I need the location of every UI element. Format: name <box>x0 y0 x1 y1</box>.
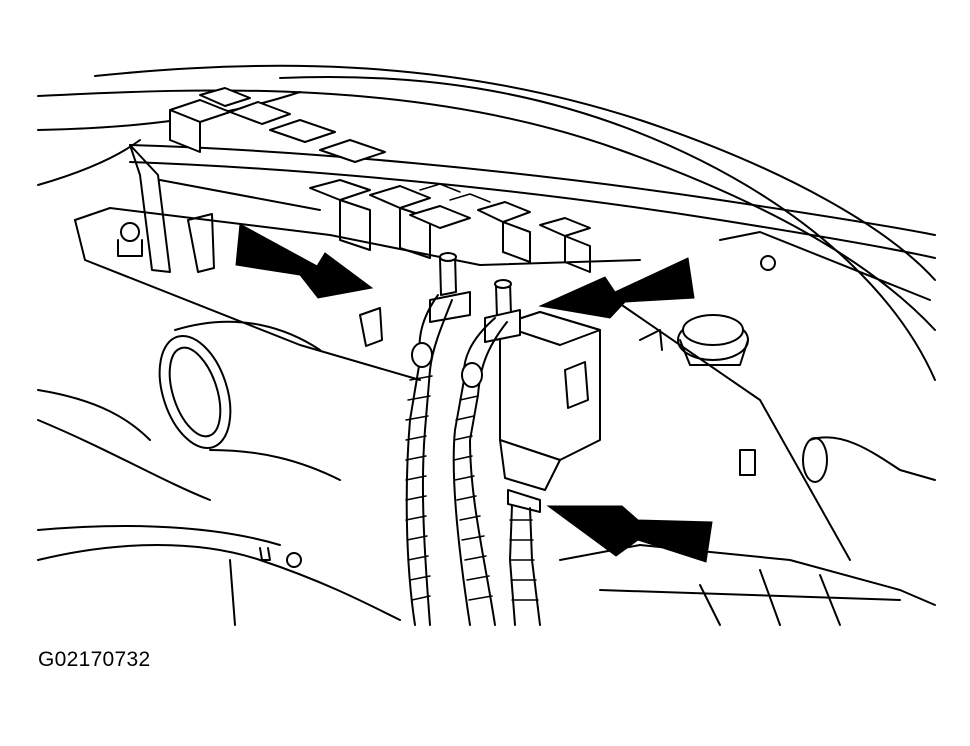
air-intake-duct <box>37 320 341 501</box>
figure-code-label: G02170732 <box>38 648 151 671</box>
arrow-lower-right <box>546 505 713 563</box>
relay-blocks <box>169 87 591 273</box>
fuse-box-body <box>74 179 641 381</box>
arrow-upper-right <box>538 257 695 319</box>
arrow-upper-left <box>235 223 374 299</box>
fuse-housing <box>499 311 601 513</box>
right-components <box>599 231 936 561</box>
pointer-arrows <box>235 223 713 563</box>
fuse-box-strap <box>129 144 936 273</box>
engine-bay-diagram <box>37 64 936 626</box>
wire-harnesses <box>405 294 541 626</box>
terminal-studs <box>429 252 521 343</box>
